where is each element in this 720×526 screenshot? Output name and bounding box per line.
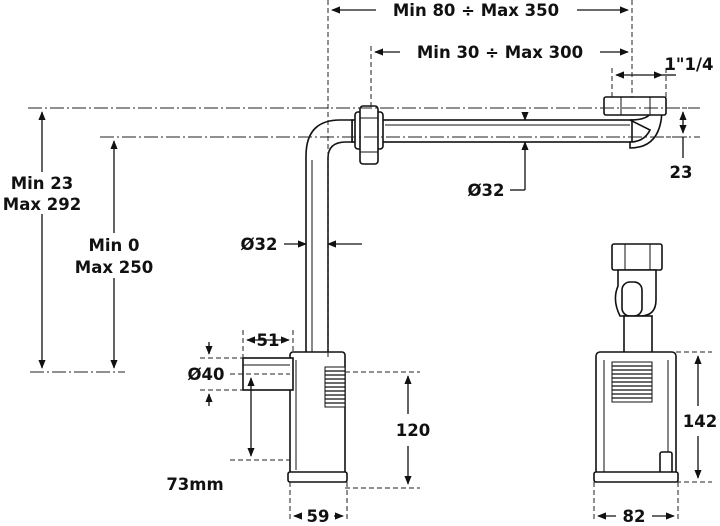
wall-nut (603, 96, 667, 116)
label-drop-23: 23 (670, 163, 693, 182)
label-left-inner-line1: Min 0 (88, 236, 139, 255)
body-thread (324, 366, 346, 408)
label-left-outer-line1: Min 23 (11, 174, 74, 193)
side-base (593, 471, 679, 483)
label-outlet-height: 73mm (166, 475, 223, 494)
extension-lines (28, 0, 712, 522)
label-outlet-diameter: Ø40 (188, 365, 225, 384)
upper-bend (305, 119, 353, 361)
side-view (593, 243, 679, 483)
body-base (287, 471, 348, 483)
front-view (242, 96, 667, 483)
dimension-lines (38, 6, 702, 520)
label-outlet-length: 51 (257, 331, 280, 350)
label-left-outer-line2: Max 292 (3, 195, 81, 214)
label-pipe-horizontal-diameter: Ø32 (468, 181, 505, 200)
horizontal-pipe (351, 119, 633, 143)
label-body-height: 120 (396, 421, 430, 440)
label-side-height: 142 (683, 412, 717, 431)
wall-elbow (629, 107, 663, 149)
side-thread (611, 361, 653, 403)
label-second-span: Min 30 ÷ Max 300 (417, 43, 583, 62)
side-pipe (623, 315, 653, 357)
dimension-labels: Min 80 ÷ Max 350 Min 30 ÷ Max 300 1"1/4 … (3, 1, 717, 526)
side-top-nut (611, 243, 663, 271)
side-clip (659, 451, 673, 475)
label-pipe-vertical-diameter: Ø32 (241, 235, 278, 254)
label-top-span: Min 80 ÷ Max 350 (393, 1, 559, 20)
label-thread-size: 1"1/4 (664, 55, 713, 74)
label-side-width: 82 (623, 507, 646, 526)
label-body-width: 59 (307, 507, 330, 526)
label-left-inner-line2: Max 250 (75, 258, 153, 277)
